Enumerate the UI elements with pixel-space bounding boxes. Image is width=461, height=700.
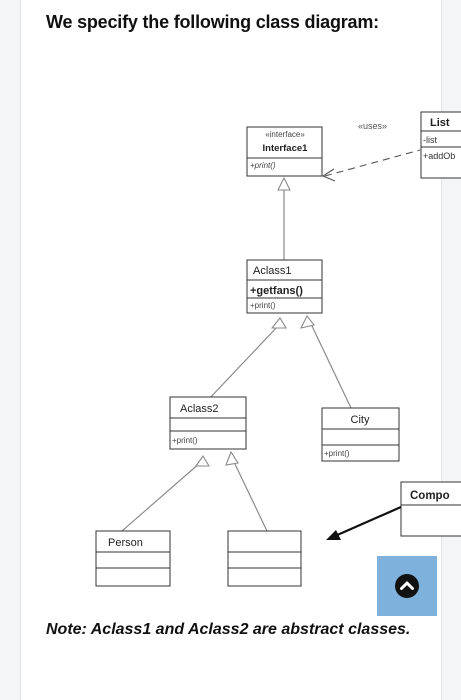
inheritance-arrowhead xyxy=(194,454,210,467)
aclass1-method-print: +print() xyxy=(250,301,276,310)
aclass1-name: Aclass1 xyxy=(253,265,292,277)
city-method: +print() xyxy=(324,449,350,458)
inheritance-arrowhead xyxy=(270,317,287,329)
generalization-class-aclass2 xyxy=(233,461,268,532)
list-class: List -list +addOb xyxy=(420,111,461,179)
aclass2-name: Aclass2 xyxy=(180,403,219,415)
generalization-aclass2-aclass1 xyxy=(207,325,279,401)
interface1-method: +print() xyxy=(250,161,276,170)
uses-dependency-line xyxy=(324,149,421,177)
inheritance-arrowhead xyxy=(299,314,315,329)
aclass1-method-getfans: +getfans() xyxy=(250,285,303,297)
generalization-city-aclass1 xyxy=(311,325,352,409)
list-attribute: -list xyxy=(423,135,437,145)
compo-class: Compo xyxy=(400,481,461,537)
scroll-up-button[interactable] xyxy=(377,556,437,616)
uses-label: «uses» xyxy=(358,121,387,131)
association-arrowhead xyxy=(326,530,341,540)
list-name: List xyxy=(430,117,450,129)
left-gutter xyxy=(0,0,20,700)
aclass2-method: +print() xyxy=(172,436,198,445)
chevron-up-icon xyxy=(395,574,419,598)
person-name: Person xyxy=(108,537,143,549)
right-border xyxy=(441,0,442,700)
city-name: City xyxy=(351,414,370,426)
interface1-class: «interface» Interface1 +print() xyxy=(246,126,323,177)
inheritance-arrowhead xyxy=(277,176,291,191)
question-heading: We specify the following class diagram: xyxy=(46,12,379,32)
dependency-arrowhead xyxy=(321,168,336,182)
list-method: +addOb xyxy=(423,151,455,161)
interface1-stereotype: «interface» xyxy=(265,130,305,139)
unnamed-class xyxy=(227,530,302,587)
compo-name: Compo xyxy=(410,490,450,502)
class-diagram: «uses» «interface» Interface1 +print() L… xyxy=(95,111,461,587)
aclass2-class: Aclass2 +print() xyxy=(169,396,247,450)
left-border xyxy=(20,0,21,700)
aclass1-class: Aclass1 +getfans() +print() xyxy=(246,259,323,314)
association-line xyxy=(334,505,402,538)
interface1-name: Interface1 xyxy=(263,143,309,154)
person-class: Person xyxy=(95,530,171,587)
note-text: Note: Aclass1 and Aclass2 are abstract c… xyxy=(46,621,411,638)
city-class: City +print() xyxy=(321,407,400,462)
generalization-person-aclass2 xyxy=(121,461,202,532)
inheritance-arrowhead xyxy=(225,450,239,466)
